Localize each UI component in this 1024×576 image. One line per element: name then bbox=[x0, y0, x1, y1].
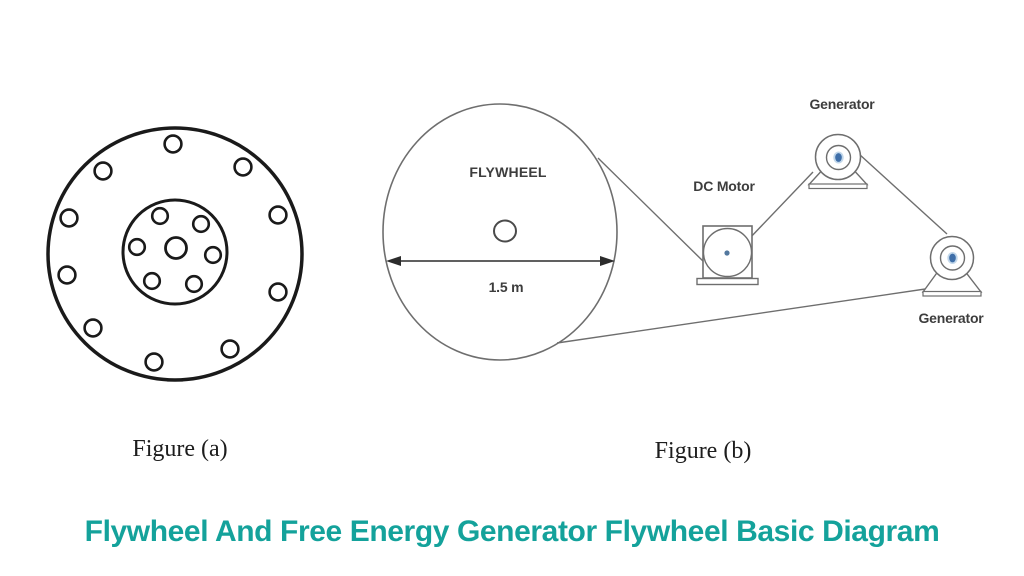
dc-motor bbox=[696, 225, 759, 286]
generator-right-label: Generator bbox=[918, 310, 984, 326]
flywheel-label: FLYWHEEL bbox=[469, 164, 547, 180]
generator-top-label: Generator bbox=[809, 96, 875, 112]
dc-motor-base bbox=[696, 277, 759, 286]
belt-generator-top-to-generator-right bbox=[858, 153, 948, 235]
generator-right-hub bbox=[949, 253, 956, 263]
flywheel-center-bore bbox=[164, 236, 188, 260]
hub-bolt-holes bbox=[127, 206, 223, 294]
rim-bolt-holes bbox=[57, 134, 288, 372]
dc-motor-shaft-dot bbox=[724, 250, 730, 256]
generator-top bbox=[807, 133, 869, 190]
belt-motor-to-generator-top bbox=[747, 171, 814, 241]
figure-b-schematic bbox=[382, 103, 983, 361]
schematic-flywheel-shaft bbox=[493, 219, 517, 243]
flywheel-hub-circle bbox=[121, 198, 229, 306]
belt-generator-right-to-flywheel bbox=[556, 287, 933, 344]
flywheel-outer-rim bbox=[46, 126, 304, 382]
figure-a-caption: Figure (a) bbox=[132, 436, 228, 462]
generator-top-base bbox=[808, 183, 868, 190]
belt-lines bbox=[556, 153, 948, 344]
figure-b-caption: Figure (b) bbox=[654, 438, 752, 464]
generator-right-base bbox=[922, 290, 982, 297]
diameter-label: 1.5 m bbox=[488, 279, 524, 295]
dc-motor-label: DC Motor bbox=[693, 178, 755, 194]
flywheel-diagram-canvas bbox=[46, 103, 983, 382]
belt-flywheel-to-motor bbox=[597, 157, 708, 266]
generator-right bbox=[921, 235, 983, 297]
diameter-dimension-arrow bbox=[386, 256, 615, 266]
generator-top-hub bbox=[835, 153, 842, 162]
page-title: Flywheel And Free Energy Generator Flywh… bbox=[84, 515, 940, 548]
figure-a-flywheel-front-view bbox=[46, 126, 304, 382]
